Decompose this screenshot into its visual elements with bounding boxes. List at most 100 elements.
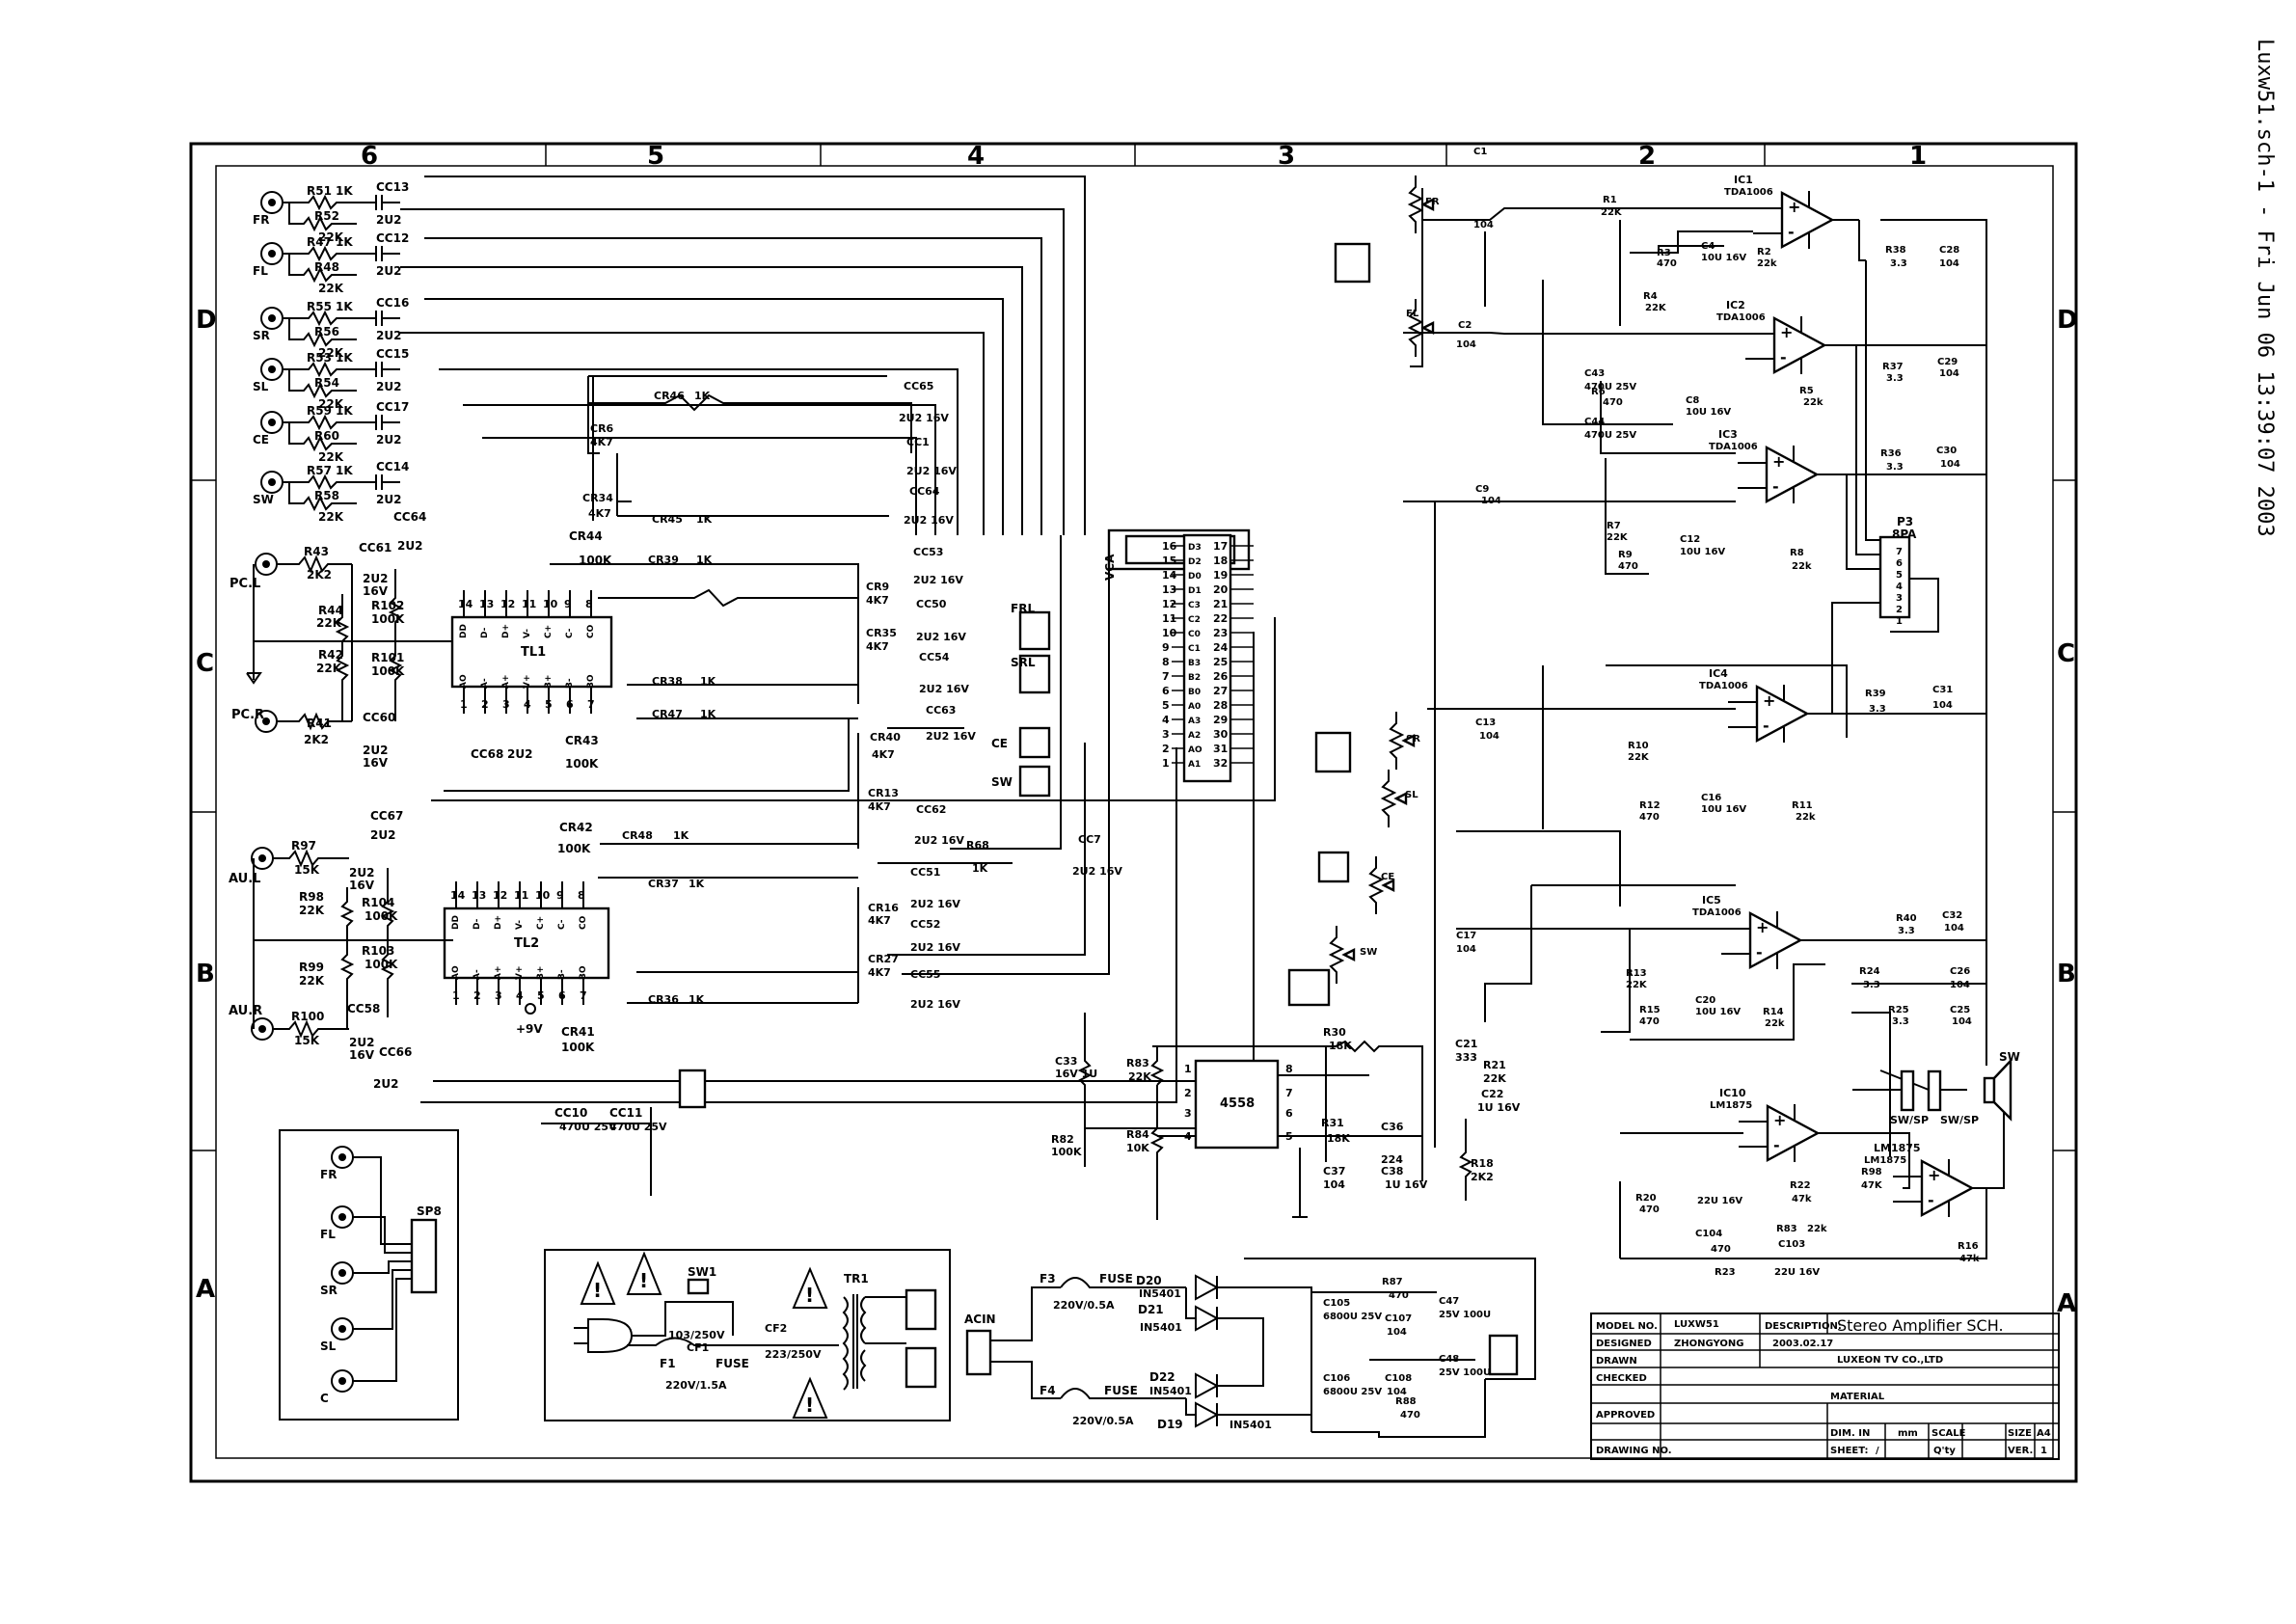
print-stamp: Luxw51.sch-1 - Fri Jun 06 13:39:07 2003: [2253, 39, 2277, 537]
frl-label: FRL: [1011, 602, 1035, 615]
ic-4558-label: 4558: [1220, 1096, 1255, 1111]
au-input-section: AU.L AU.R R97 15K R100 15K R98 22K R99 2…: [229, 809, 595, 1091]
mid-cr47v: 1K: [700, 708, 716, 720]
warning-icon-1: !: [593, 1279, 602, 1302]
tl1-pin-bot-0: 1: [460, 698, 468, 711]
sheet-label: SHEET:: [1830, 1446, 1869, 1456]
mid-cc84: CC64: [909, 485, 940, 498]
pcr-label: PC.R: [231, 708, 264, 722]
amp-r38v: 3.3: [1890, 258, 1907, 269]
scale-label: SCALE: [1931, 1428, 1966, 1439]
row-label-c-left: C: [196, 649, 214, 678]
d19-label: D19: [1157, 1418, 1183, 1431]
cc67-value: 2U2: [370, 828, 395, 842]
tl1-pin-bot-3: 4: [524, 698, 531, 711]
cc61-value: 2U2: [363, 572, 388, 585]
mid-cr6: CR6: [590, 422, 614, 435]
warning-icon-2: !: [639, 1269, 648, 1292]
amp-r22: R22: [1790, 1180, 1811, 1191]
cap-val-sr: 2U2: [376, 329, 401, 342]
r99-label: R99: [299, 961, 324, 974]
sel-right-pin-2: 19: [1213, 569, 1228, 582]
amp-r10: R10: [1628, 741, 1649, 751]
sp8-jack-1: FL: [320, 1205, 412, 1254]
sub-r21: R21: [1483, 1059, 1506, 1071]
tl1-pin-top-4: 10: [543, 598, 558, 610]
tl1-pin-bot-2: 3: [502, 698, 510, 711]
sel-left-pin-13: 3: [1162, 728, 1170, 741]
ver-value: 1: [2040, 1446, 2047, 1456]
psu-c107: C107: [1385, 1313, 1412, 1324]
amp-c9: C9: [1475, 484, 1489, 495]
amp-r3: R3: [1657, 248, 1671, 258]
r-series-ce: R59: [307, 404, 332, 418]
mid-cc63v: 2U2 16V: [926, 730, 976, 743]
r41-label: R41: [307, 717, 332, 730]
sel-left-pin-7: 9: [1162, 641, 1170, 654]
f4-value: 220V/0.5A: [1072, 1415, 1134, 1427]
amp-r1v: 22K: [1601, 207, 1623, 218]
mid-cc63: CC63: [926, 704, 956, 717]
col-label-5: 5: [647, 142, 664, 171]
sub-c38: C38: [1381, 1165, 1403, 1177]
psu-c108v: 104: [1387, 1387, 1407, 1397]
r-series-fr: R51: [307, 184, 332, 198]
sub-r21v: 22K: [1483, 1072, 1506, 1085]
jack-label-sr: SR: [253, 329, 270, 342]
psu-c47v: 25V 100U: [1439, 1310, 1491, 1320]
amp-r11: R11: [1792, 800, 1813, 811]
sel-right-pin-12: 29: [1213, 714, 1228, 726]
amp-r23: R23: [1715, 1267, 1736, 1278]
power-amplifier-section: +-IC1TDA1006+-IC2TDA1006+-IC3TDA1006+-IC…: [1287, 147, 2005, 1278]
tl1-pin-top-6: 8: [585, 598, 593, 610]
spk-sw-label: SW: [1999, 1050, 2020, 1064]
amp-c2: C2: [1458, 320, 1472, 331]
sp8-jack-label-0: FR: [320, 1168, 337, 1181]
tl1-pinname-bot-4: B+: [544, 675, 554, 689]
tl2-pin-bot-3: 4: [516, 989, 524, 1002]
col-label-2: 2: [1638, 142, 1656, 171]
amp-c13v: 104: [1479, 731, 1499, 742]
amp-c20v: 10U 16V: [1695, 1007, 1741, 1017]
mid-cr40v: 4K7: [872, 748, 895, 761]
amp-r5: R5: [1799, 386, 1814, 396]
r-shunt-sw: R58: [314, 489, 339, 502]
tl2-pinname-bot-0: AO: [451, 965, 461, 980]
sel-right-pin-14: 31: [1213, 743, 1228, 755]
r-series-val-sl: 1K: [336, 351, 353, 365]
r100-value: 15K: [294, 1034, 320, 1047]
mid-cr6v: 4K7: [590, 436, 613, 448]
psu-section: ACIN F3 FUSE 220V/0.5A F4 FUSE 220V/0.5A…: [964, 1258, 1536, 1438]
psu-c107v: 104: [1387, 1327, 1407, 1338]
amp-r6: R6: [1591, 387, 1606, 397]
tl2-pin-bot-1: 2: [473, 989, 481, 1002]
mid-cr35v: 4K7: [866, 640, 889, 653]
amp-c31: C31: [1932, 685, 1953, 695]
sub-c38v: 1U 16V: [1385, 1178, 1428, 1191]
cc60-volt: 16V: [363, 756, 389, 770]
pot-connector-1: [1314, 731, 1352, 773]
tl2-pinname-bot-6: BO: [579, 965, 588, 980]
sub-c37: C37: [1323, 1165, 1345, 1177]
row-label-a-right: A: [2057, 1289, 2076, 1318]
cap-val-ce: 2U2: [376, 433, 401, 447]
svg-text:-: -: [1928, 1191, 1934, 1209]
amp-c1: C1: [1473, 147, 1487, 157]
psu-r88: R88: [1395, 1396, 1417, 1407]
r103-value: 100K: [365, 958, 398, 971]
mid-cr9v: 4K7: [866, 594, 889, 607]
cr41-label: CR41: [561, 1025, 595, 1039]
cr42-label: CR42: [559, 821, 593, 834]
amp-c8: C8: [1686, 395, 1699, 406]
svg-text:+: +: [1780, 323, 1793, 341]
r44-value: 22K: [316, 616, 342, 630]
sel-right-pin-11: 28: [1213, 699, 1228, 712]
sel-left-pin-9: 7: [1162, 670, 1170, 683]
srl-label: SRL: [1011, 656, 1036, 669]
amp-r23v: 470: [1711, 1244, 1731, 1255]
d21-label: D21: [1138, 1303, 1164, 1316]
amp-c9v: 104: [1481, 496, 1501, 506]
